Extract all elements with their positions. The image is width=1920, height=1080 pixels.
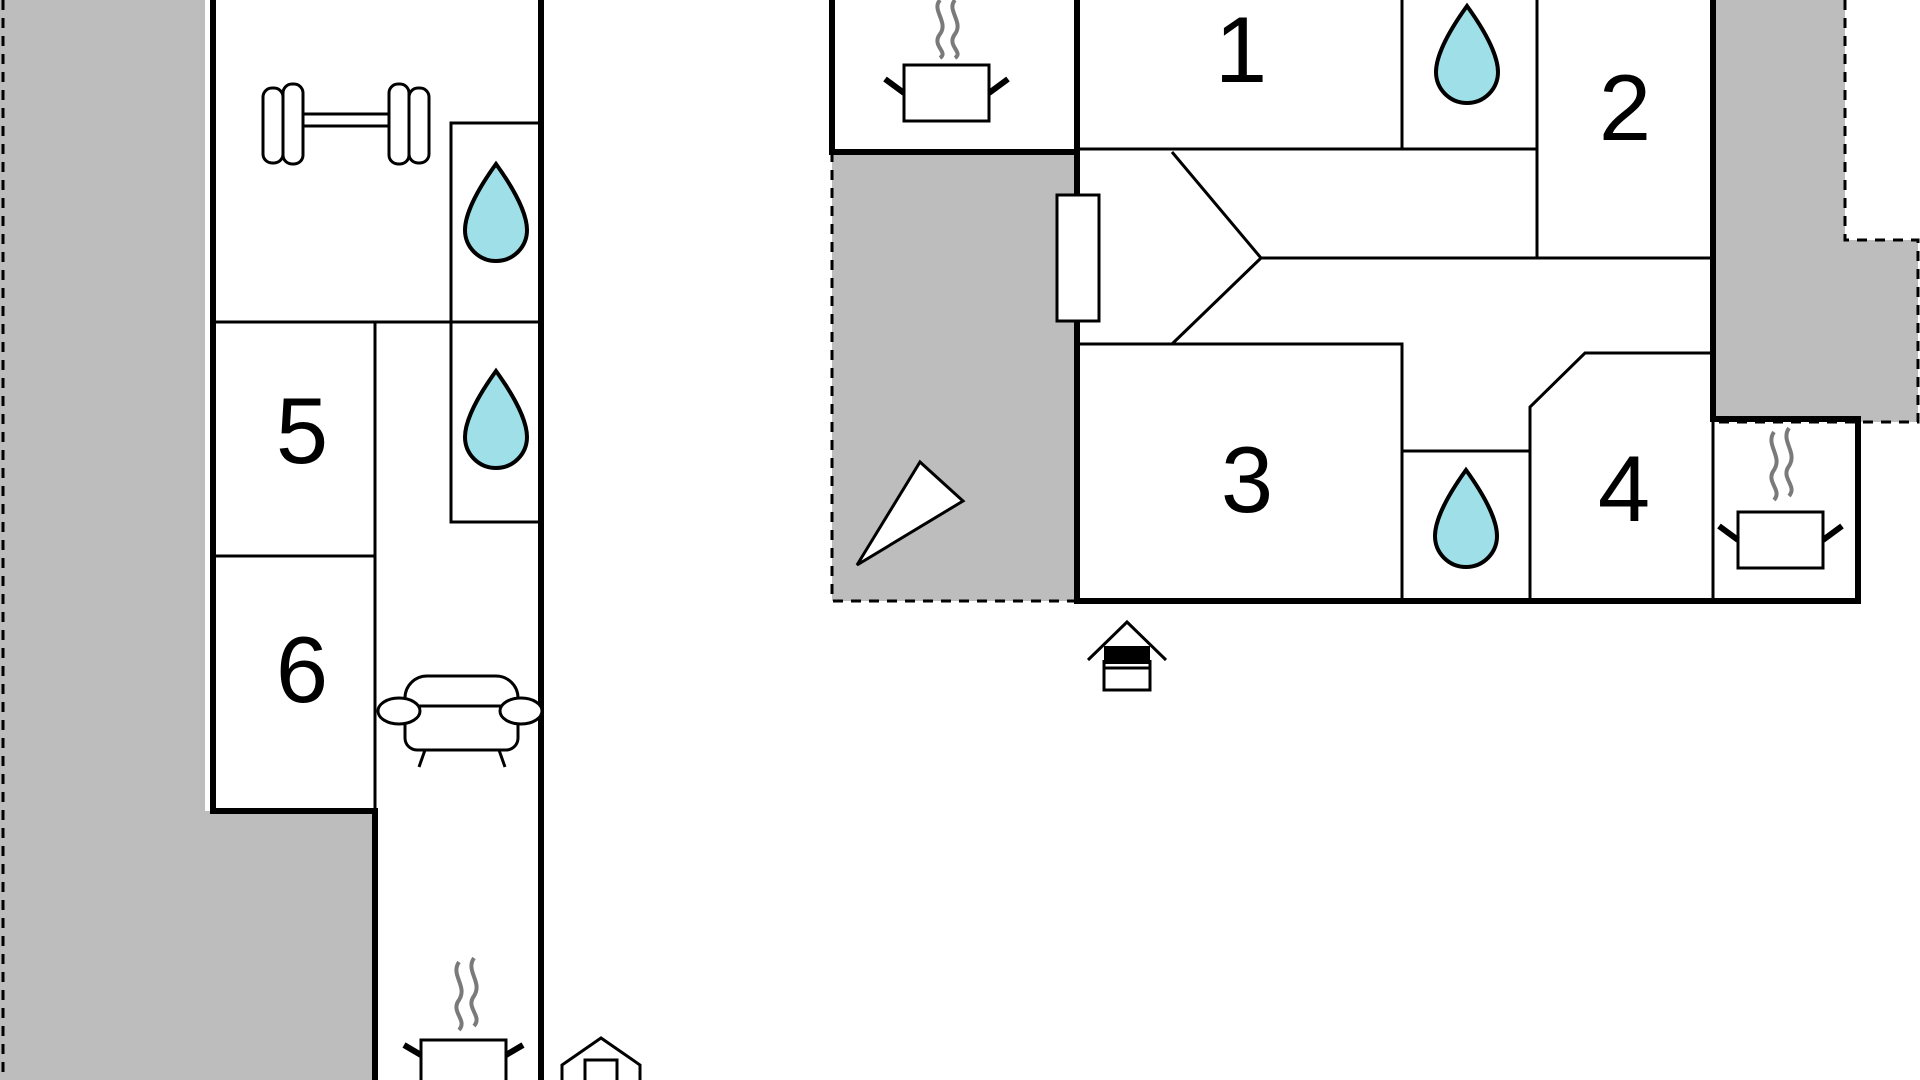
water-drop-icon bbox=[462, 367, 530, 470]
fireplace-icon bbox=[1055, 193, 1101, 323]
water-drop-icon bbox=[462, 160, 530, 263]
room-label-2: 2 bbox=[1599, 55, 1651, 160]
sofa-icon bbox=[376, 674, 544, 768]
right-building: 1 2 3 4 bbox=[829, 0, 1920, 692]
water-drop-icon bbox=[1433, 2, 1501, 105]
terrace-area-right bbox=[1713, 0, 1918, 422]
left-building: 5 6 bbox=[0, 0, 642, 1080]
kitchen-pot-icon bbox=[883, 0, 1010, 123]
room-label-3: 3 bbox=[1221, 427, 1273, 532]
room-label-4: 4 bbox=[1598, 436, 1650, 541]
entrance-icon bbox=[1086, 619, 1168, 692]
terrace-feature-icon bbox=[855, 459, 966, 567]
dumbbell-icon bbox=[261, 82, 431, 166]
kitchen-pot-icon bbox=[402, 956, 525, 1080]
terrace-area-left bbox=[0, 0, 373, 1080]
room-label-1: 1 bbox=[1215, 0, 1267, 102]
room-label-6: 6 bbox=[276, 617, 328, 722]
kitchen-pot-icon bbox=[1717, 426, 1844, 570]
room-label-5: 5 bbox=[276, 378, 328, 483]
terrace-area-center bbox=[832, 152, 1077, 601]
water-drop-icon bbox=[1432, 466, 1500, 569]
entrance-icon bbox=[560, 1036, 642, 1080]
